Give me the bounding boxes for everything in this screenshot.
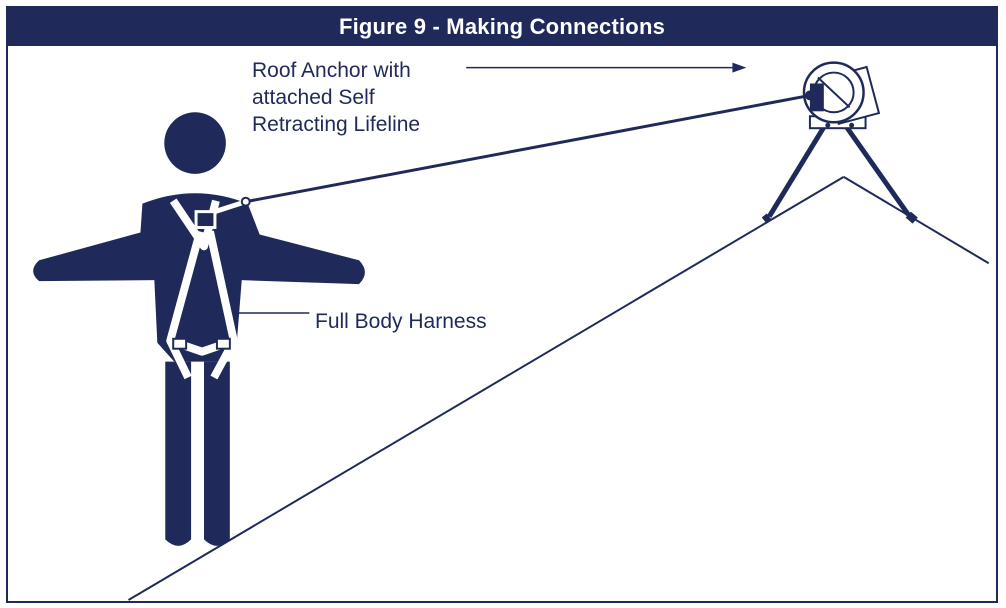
lifeline	[245, 93, 811, 204]
figure-title: Figure 9 - Making Connections	[8, 8, 996, 46]
roof-anchor-device	[761, 61, 918, 224]
roof-anchor-label-line-1: Roof Anchor with	[252, 59, 411, 82]
illustration	[33, 61, 990, 601]
full-body-harness-label: Full Body Harness	[315, 310, 487, 333]
roof-anchor-label-line-3: Retracting Lifeline	[252, 113, 421, 136]
full-body-harness	[166, 196, 251, 380]
roof	[128, 176, 990, 601]
roof-anchor-label-line-2: attached Self	[252, 86, 375, 109]
roof-anchor-label: Roof Anchor with attached Self Retractin…	[252, 57, 420, 138]
figure-frame: Figure 9 - Making Connections	[6, 6, 998, 603]
worker-figure	[33, 112, 365, 546]
anchor-pointer-arrow	[466, 62, 747, 73]
